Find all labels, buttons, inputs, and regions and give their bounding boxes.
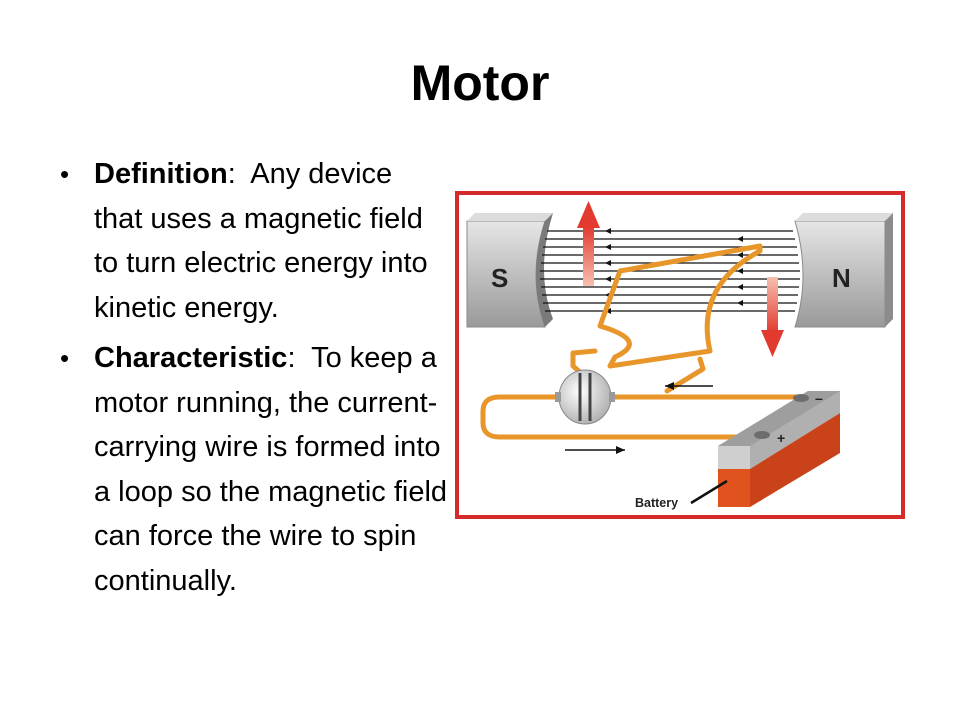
bullet-separator: : — [227, 158, 236, 190]
commutator — [555, 369, 615, 425]
bullet-term: Characteristic — [94, 342, 288, 374]
force-arrow-up — [577, 201, 600, 286]
bullet-marker: • — [60, 159, 70, 189]
south-magnet: S — [466, 213, 553, 328]
battery-label: Battery — [635, 496, 678, 510]
north-magnet: N — [794, 213, 893, 328]
force-arrow-down — [761, 277, 784, 357]
north-pole-label: N — [832, 263, 851, 293]
south-pole-label: S — [491, 263, 508, 293]
negative-label: – — [815, 390, 823, 406]
battery: – + — [718, 390, 840, 507]
page-title: Motor — [410, 55, 550, 111]
current-arrow-right — [565, 446, 625, 454]
current-arrow-left — [665, 382, 713, 390]
bullet-definition: • Definition: Any device that uses a mag… — [56, 152, 448, 330]
bullet-list: • Definition: Any device that uses a mag… — [56, 152, 448, 609]
circuit-wires — [480, 394, 800, 440]
bullet-text: Any device that uses a magnetic field to… — [94, 158, 436, 324]
battery-label-leader — [690, 479, 728, 505]
bullet-characteristic: • Characteristic: To keep a motor runnin… — [56, 336, 448, 603]
bullet-term: Definition — [94, 158, 228, 190]
motor-diagram: S N — [455, 191, 905, 519]
bullet-marker: • — [60, 343, 70, 373]
bullet-text: To keep a motor running, the current-car… — [94, 342, 456, 597]
bullet-separator: : — [287, 342, 296, 374]
positive-label: + — [777, 430, 785, 446]
